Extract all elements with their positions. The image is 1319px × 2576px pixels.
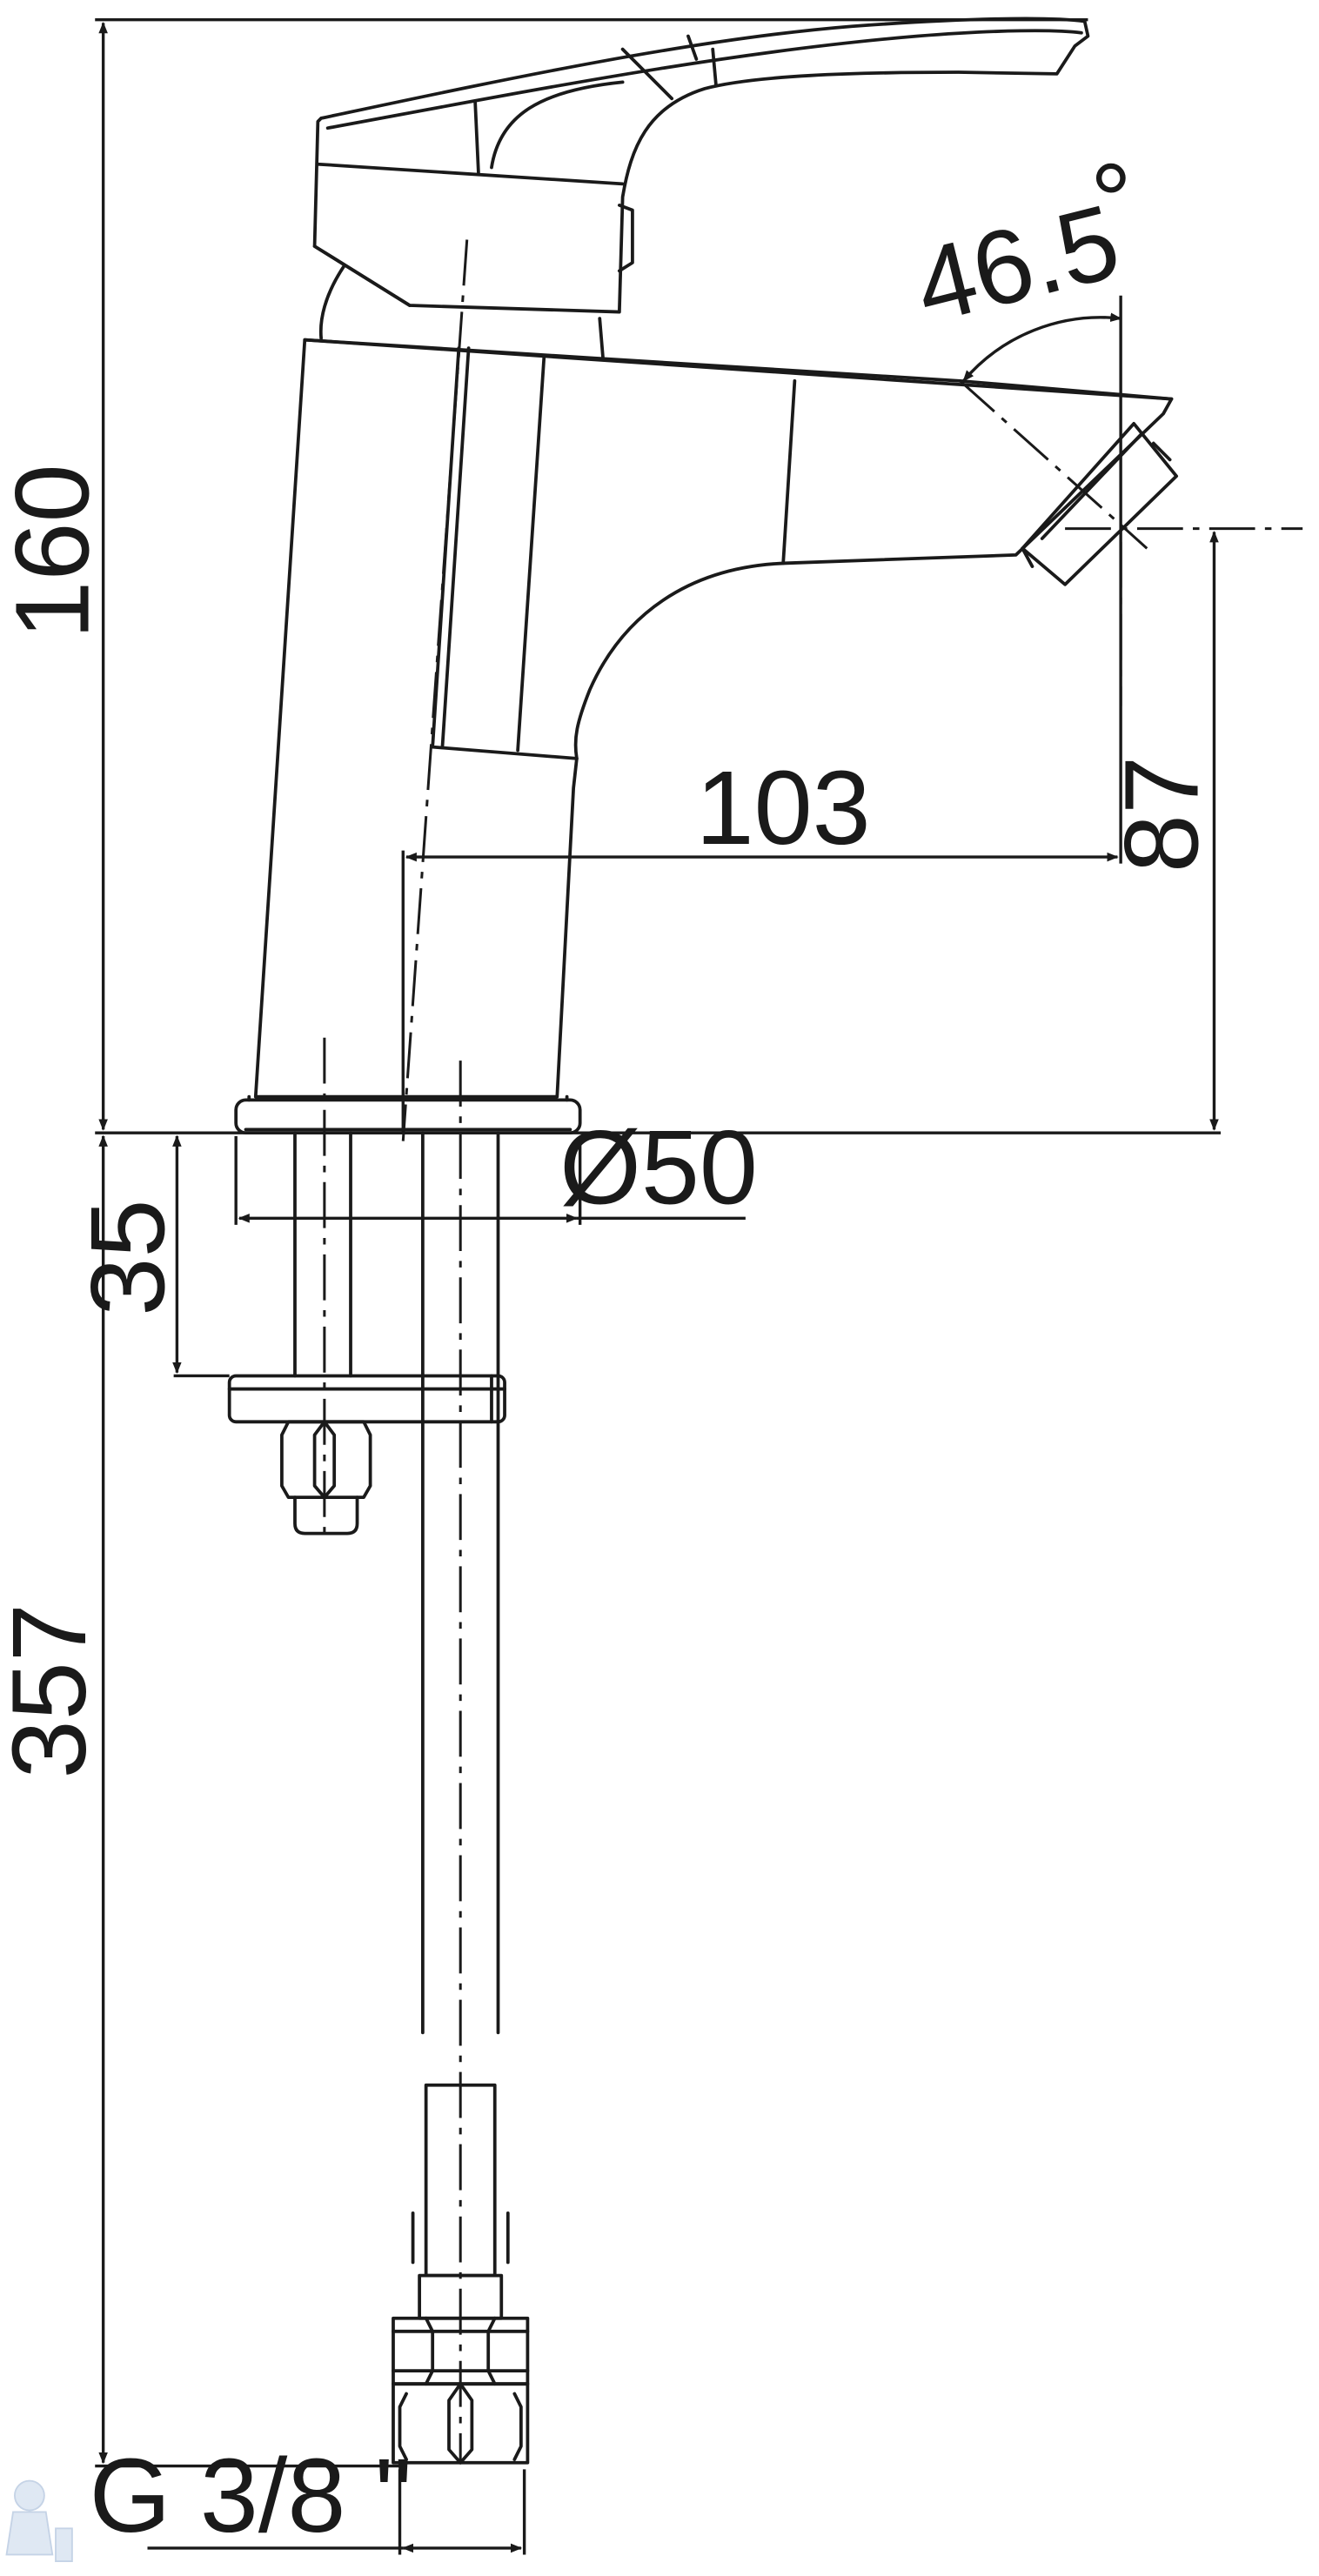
dim-text-base-diameter: Ø50 — [559, 1108, 758, 1226]
watermark-mascot — [5, 2479, 73, 2562]
dim-text-shank-length: 35 — [69, 1199, 186, 1315]
dim-text-overall-height: 160 — [0, 464, 111, 639]
threaded-stud — [293, 1131, 352, 1378]
dim-text-angle-unit: ° — [1090, 142, 1132, 259]
centerlines — [323, 239, 1303, 2463]
base-plate — [234, 1094, 582, 1135]
faucet-body — [253, 338, 1174, 1099]
supply-hose — [411, 1131, 510, 2320]
mounting-washer — [227, 1374, 506, 1424]
lever-handle — [312, 17, 1090, 360]
lock-nut — [280, 1420, 372, 1536]
dim-text-hose-length: 357 — [0, 1603, 108, 1779]
aerator — [1021, 422, 1179, 586]
dim-text-spout-height: 87 — [1103, 756, 1221, 873]
dim-arc-spout-angle — [962, 312, 1122, 382]
dim-text-spout-reach: 103 — [696, 749, 871, 866]
dim-text-thread-size: G 3/8 " — [90, 2437, 412, 2554]
